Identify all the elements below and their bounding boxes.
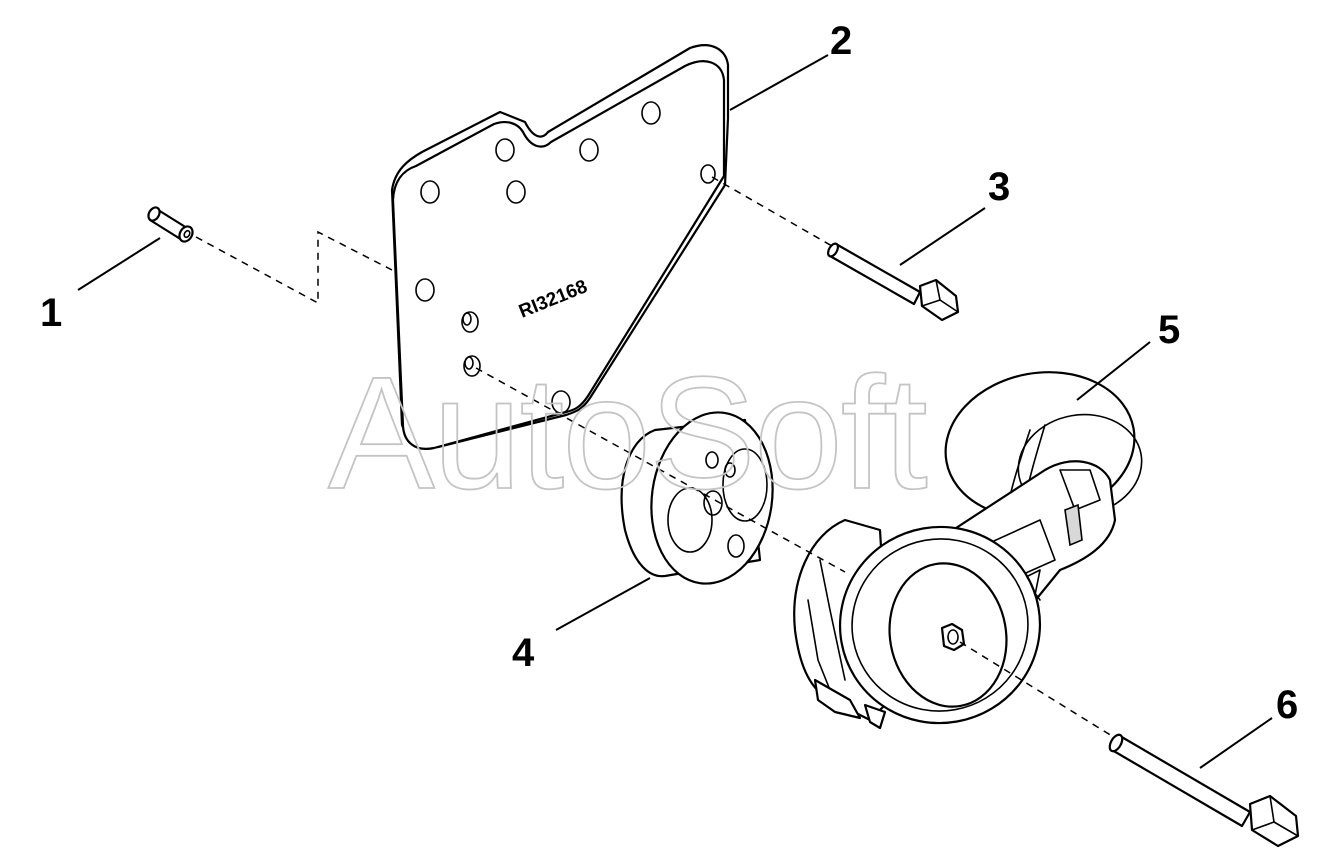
plate-bolt xyxy=(826,242,960,322)
assembly-line-tensioner-bolt xyxy=(959,641,1113,737)
leader-2 xyxy=(729,54,829,111)
leader-5 xyxy=(1076,341,1151,401)
assembly-lines xyxy=(195,176,1113,737)
callout-leaders xyxy=(77,54,1273,769)
assembly-line-plate-bolt xyxy=(711,176,833,247)
mounting-plate: RI32168 xyxy=(390,44,730,450)
callout-1: 1 xyxy=(40,291,62,335)
belt-tensioner xyxy=(793,371,1143,730)
callout-4: 4 xyxy=(512,631,535,675)
callout-2: 2 xyxy=(830,19,852,63)
watermark: AutoSoft xyxy=(328,343,927,522)
callout-6: 6 xyxy=(1276,683,1298,727)
leader-1 xyxy=(77,237,161,291)
spacer xyxy=(620,411,774,585)
tensioner-bolt xyxy=(1108,733,1300,848)
callouts: 1 2 3 4 5 6 xyxy=(40,19,1298,727)
leader-4 xyxy=(555,577,651,631)
dowel-pin xyxy=(147,206,194,243)
assembly-line-pin xyxy=(195,230,393,305)
assembly-line-spacer xyxy=(475,367,846,573)
leader-3 xyxy=(899,207,986,266)
leader-6 xyxy=(1199,717,1273,769)
callout-5: 5 xyxy=(1158,308,1180,352)
callout-3: 3 xyxy=(988,165,1010,209)
